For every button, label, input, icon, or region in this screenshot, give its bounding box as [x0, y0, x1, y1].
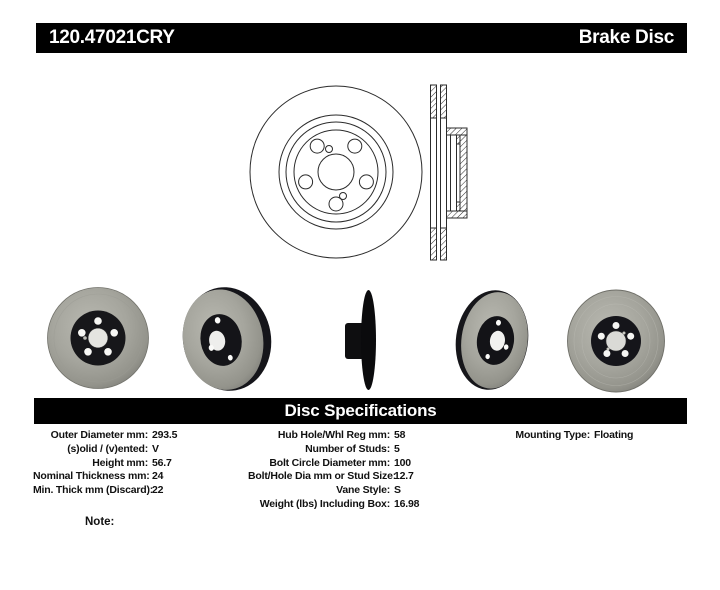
- header-bar: 120.47021CRY Brake Disc: [36, 23, 687, 53]
- spec-label: Nominal Thickness mm:: [33, 470, 150, 483]
- spec-value: 24: [152, 470, 164, 483]
- product-photo-edge: [345, 290, 376, 390]
- spec-row-number-of-studs: Number of Studs: 5: [248, 443, 419, 457]
- brake-disc-front-view-drawing: [249, 85, 423, 259]
- brake-disc-section-view-drawing: [430, 84, 468, 261]
- spec-row-weight: Weight (lbs) Including Box: 16.98: [248, 497, 420, 512]
- spec-value: S: [394, 484, 401, 497]
- product-photo-front: [47, 287, 149, 389]
- spec-label: Hub Hole/Whl Reg mm:: [277, 429, 390, 441]
- spec-row-height: Height mm: 56.7: [33, 457, 177, 471]
- spec-value: V: [152, 442, 159, 455]
- product-title: Brake Disc: [578, 27, 675, 48]
- spec-label: Bolt Circle Diameter mm:: [269, 456, 390, 469]
- product-photo-angled-right: [455, 290, 529, 390]
- spec-section-bar: Disc Specifications: [34, 398, 687, 424]
- spec-value: 22: [152, 484, 164, 497]
- spec-value: Floating: [594, 429, 634, 441]
- part-number: 120.47021CRY: [49, 27, 175, 48]
- product-photo-front-right: [567, 289, 665, 393]
- technical-drawing: [249, 84, 468, 261]
- product-photo-angled-left: [182, 287, 272, 391]
- spec-label: Min. Thick mm (Discard):: [33, 484, 154, 497]
- spec-row-bolt-circle-diameter: Bolt Circle Diameter mm: 100: [248, 457, 419, 471]
- spec-label: Bolt/Hole Dia mm or Stud Size:: [248, 470, 397, 483]
- spec-label: Vane Style:: [336, 484, 390, 497]
- spec-row-nominal-thickness: Nominal Thickness mm: 24: [33, 470, 177, 484]
- spec-label: Number of Studs:: [305, 442, 390, 455]
- product-photo-row: [47, 287, 665, 393]
- spec-label: Height mm:: [92, 456, 148, 469]
- spec-row-solid-vented: (s)olid / (v)ented: V: [33, 443, 177, 457]
- spec-row-bolt-hole-dia: Bolt/Hole Dia mm or Stud Size: 12.7: [248, 470, 419, 484]
- spec-value: 58: [394, 429, 406, 441]
- spec-column-middle: Hub Hole/Whl Reg mm: 58 Number of Studs:…: [248, 429, 419, 512]
- spec-label: (s)olid / (v)ented:: [67, 442, 148, 455]
- spec-row-mounting-type: Mounting Type: Floating: [488, 429, 633, 443]
- spec-label: Weight (lbs) Including Box:: [259, 497, 391, 510]
- spec-value: 293.5: [152, 429, 178, 441]
- spec-row-vane-style: Vane Style: S: [248, 484, 419, 498]
- spec-value: 16.98: [394, 497, 420, 510]
- spec-row-hub-hole: Hub Hole/Whl Reg mm: 58: [248, 429, 419, 443]
- note-label: Note:: [85, 516, 115, 528]
- spec-section-title: Disc Specifications: [284, 401, 437, 420]
- spec-value: 56.7: [152, 456, 172, 469]
- spec-value: 100: [394, 456, 411, 469]
- spec-column-right: Mounting Type: Floating: [488, 429, 633, 443]
- spec-row-min-thickness: Min. Thick mm (Discard): 22: [33, 484, 177, 498]
- spec-value: 12.7: [394, 470, 414, 483]
- spec-label: Mounting Type:: [515, 429, 590, 441]
- spec-value: 5: [394, 442, 400, 455]
- spec-label: Outer Diameter mm:: [50, 429, 149, 441]
- spec-row-outer-diameter: Outer Diameter mm: 293.5: [33, 429, 178, 443]
- spec-column-left: Outer Diameter mm: 293.5 (s)olid / (v)en…: [33, 429, 177, 498]
